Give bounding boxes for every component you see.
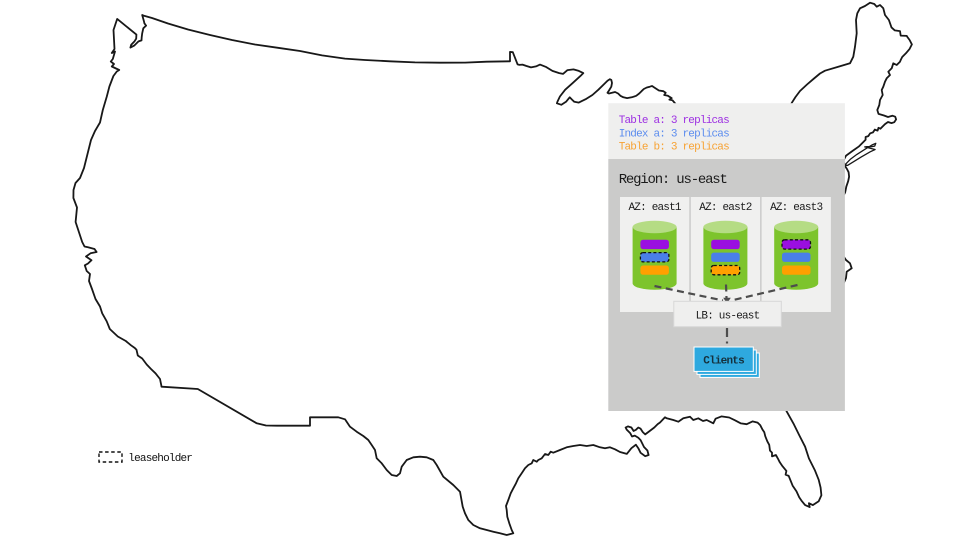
svg-text:leaseholder: leaseholder	[128, 453, 192, 465]
svg-text:AZ: east1: AZ: east1	[628, 202, 681, 214]
svg-text:Table b: 3 replicas: Table b: 3 replicas	[619, 142, 729, 154]
svg-text:Index a: 3 replicas: Index a: 3 replicas	[619, 128, 729, 140]
svg-text:Table a: 3 replicas: Table a: 3 replicas	[619, 115, 729, 127]
svg-text:LB: us-east: LB: us-east	[696, 311, 760, 323]
svg-text:AZ: east3: AZ: east3	[770, 202, 822, 214]
svg-text:Region: us-east: Region: us-east	[619, 172, 727, 188]
svg-text:Clients: Clients	[703, 355, 744, 367]
svg-text:AZ: east2: AZ: east2	[699, 202, 751, 214]
